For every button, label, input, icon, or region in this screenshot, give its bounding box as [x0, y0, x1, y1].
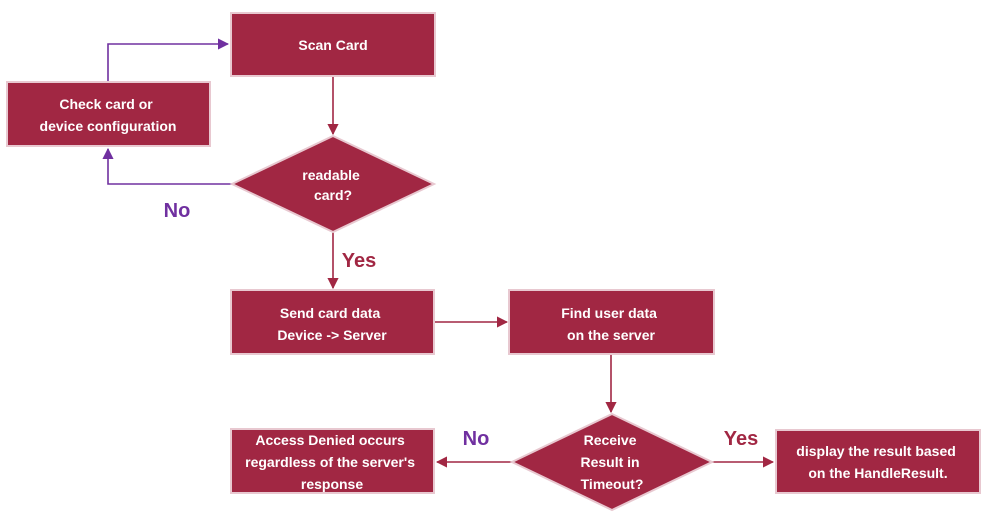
- node-readable-decision: readable card?: [229, 134, 437, 234]
- edge-readable-no-to-check: [102, 147, 232, 185]
- find-user-label: Find user data on the server: [561, 305, 661, 343]
- timeout-yes-label: Yes: [724, 428, 758, 450]
- access-denied-label: Access Denied occurs regardless of the s…: [245, 432, 419, 492]
- readable-no-label: No: [164, 200, 191, 222]
- display-result-box: [775, 429, 981, 494]
- find-user-line-1: Find user data: [561, 305, 657, 321]
- timeout-no-label: No: [463, 428, 490, 450]
- receive-line-3: Timeout?: [581, 476, 644, 492]
- check-config-line-2: device configuration: [40, 118, 177, 134]
- node-scan-card: Scan Card: [230, 12, 436, 77]
- display-result-line-1: display the result based: [796, 443, 956, 459]
- node-find-user: Find user data on the server: [508, 289, 715, 355]
- display-result-label: display the result based on the HandleRe…: [796, 443, 959, 481]
- readable-label: readable card?: [302, 167, 363, 203]
- access-denied-line-2: regardless of the server's: [245, 454, 415, 470]
- node-send-data: Send card data Device -> Server: [230, 289, 435, 355]
- send-data-box: [230, 289, 435, 355]
- edges: [102, 38, 775, 468]
- send-data-line-2: Device -> Server: [277, 327, 387, 343]
- receive-line-1: Receive: [584, 432, 637, 448]
- node-check-config: Check card or device configuration: [6, 81, 211, 147]
- check-config-label: Check card or device configuration: [40, 96, 177, 134]
- node-access-denied: Access Denied occurs regardless of the s…: [230, 428, 435, 494]
- scan-card-line-1: Scan Card: [298, 37, 367, 53]
- scan-card-label: Scan Card: [298, 37, 367, 53]
- find-user-line-2: on the server: [567, 327, 655, 343]
- display-result-line-2: on the HandleResult.: [808, 465, 947, 481]
- send-data-label: Send card data Device -> Server: [277, 305, 387, 343]
- receive-line-2: Result in: [580, 454, 639, 470]
- readable-diamond: [229, 134, 437, 234]
- send-data-line-1: Send card data: [280, 305, 381, 321]
- access-denied-box: [230, 428, 435, 494]
- check-config-box: [6, 81, 211, 147]
- readable-line-1: readable: [302, 167, 360, 183]
- receive-label: Receive Result in Timeout?: [580, 432, 643, 492]
- readable-line-2: card?: [314, 187, 352, 203]
- edge-check-to-scan: [107, 38, 230, 82]
- node-receive-decision: Receive Result in Timeout?: [509, 412, 715, 512]
- scan-card-box: [230, 12, 436, 77]
- check-config-line-1: Check card or: [59, 96, 153, 112]
- node-display-result: display the result based on the HandleRe…: [775, 429, 981, 494]
- find-user-box: [508, 289, 715, 355]
- receive-diamond: [509, 412, 715, 512]
- access-denied-line-1: Access Denied occurs: [255, 432, 405, 448]
- access-denied-line-3: response: [301, 476, 363, 492]
- readable-yes-label: Yes: [342, 250, 376, 272]
